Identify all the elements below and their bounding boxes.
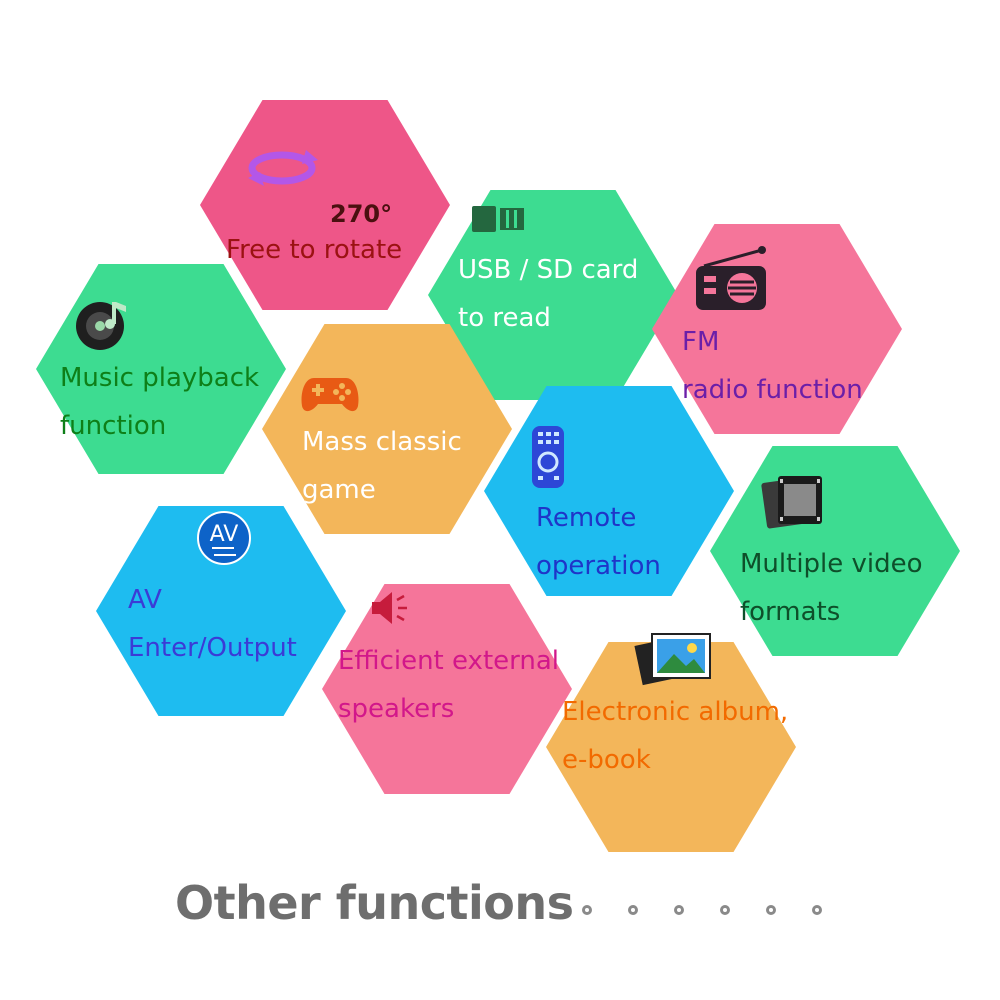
hex-line: e-book — [562, 745, 651, 775]
hex-line: USB / SD card — [458, 255, 639, 285]
hex-rotate — [200, 100, 450, 310]
footer-dot — [673, 905, 684, 915]
music-label: Music playback function — [60, 354, 259, 450]
hex-line: operation — [536, 551, 661, 581]
footer-dot — [627, 905, 638, 915]
fm-label: FM radio function — [682, 318, 863, 414]
hex-line: radio function — [682, 375, 863, 405]
av-badge-text: AV — [210, 522, 239, 547]
hex-line: function — [60, 411, 167, 441]
music-disc-icon — [74, 298, 128, 356]
hex-line: speakers — [338, 694, 455, 724]
av-badge-icon: AV — [196, 510, 252, 570]
footer-dot — [719, 905, 730, 915]
hex-line: Music playback — [60, 363, 260, 393]
footer-dot — [811, 905, 822, 915]
footer: Other functions — [175, 868, 955, 938]
footer-dot — [581, 905, 592, 915]
hex-line: to read — [458, 303, 551, 333]
remote-label: Remote operation — [536, 494, 661, 590]
hex-remote — [484, 386, 734, 596]
hex-line: game — [302, 475, 376, 505]
footer-dot — [765, 905, 776, 915]
hex-line: formats — [740, 597, 841, 627]
speaker-label: Efficient external speakers — [338, 637, 559, 733]
video-label: Multiple video formats — [740, 540, 923, 636]
speaker-icon — [370, 590, 410, 630]
remote-control-icon — [530, 424, 566, 494]
usb-label: USB / SD card to read — [458, 246, 638, 342]
film-strip-icon — [760, 470, 826, 536]
usb-sd-card-icon — [470, 204, 526, 238]
hex-line: FM — [682, 327, 720, 357]
hex-line: Electronic album, — [562, 697, 789, 727]
rotate-label: Free to rotate — [226, 226, 402, 274]
hex-line: AV — [128, 585, 162, 615]
hex-line: Remote — [536, 503, 637, 533]
radio-icon — [694, 246, 768, 316]
footer-dots — [581, 905, 858, 915]
hex-line: Free to rotate — [226, 235, 403, 265]
rotate-arrows-icon — [246, 146, 320, 194]
footer-title: Other functions — [175, 876, 574, 930]
game-label: Mass classic game — [302, 418, 462, 514]
photo-album-icon — [634, 626, 714, 694]
hex-line: Enter/Output — [128, 633, 297, 663]
hex-fm — [652, 224, 902, 434]
hex-line: Mass classic — [302, 427, 462, 457]
av-label: AV Enter/Output — [128, 576, 297, 672]
hex-line: Efficient external — [338, 646, 559, 676]
hex-line: Multiple video — [740, 549, 923, 579]
gamepad-icon — [300, 374, 360, 418]
rotate-degrees: 270° — [330, 200, 393, 228]
album-label: Electronic album, e-book — [562, 688, 788, 784]
hex-video — [710, 446, 960, 656]
